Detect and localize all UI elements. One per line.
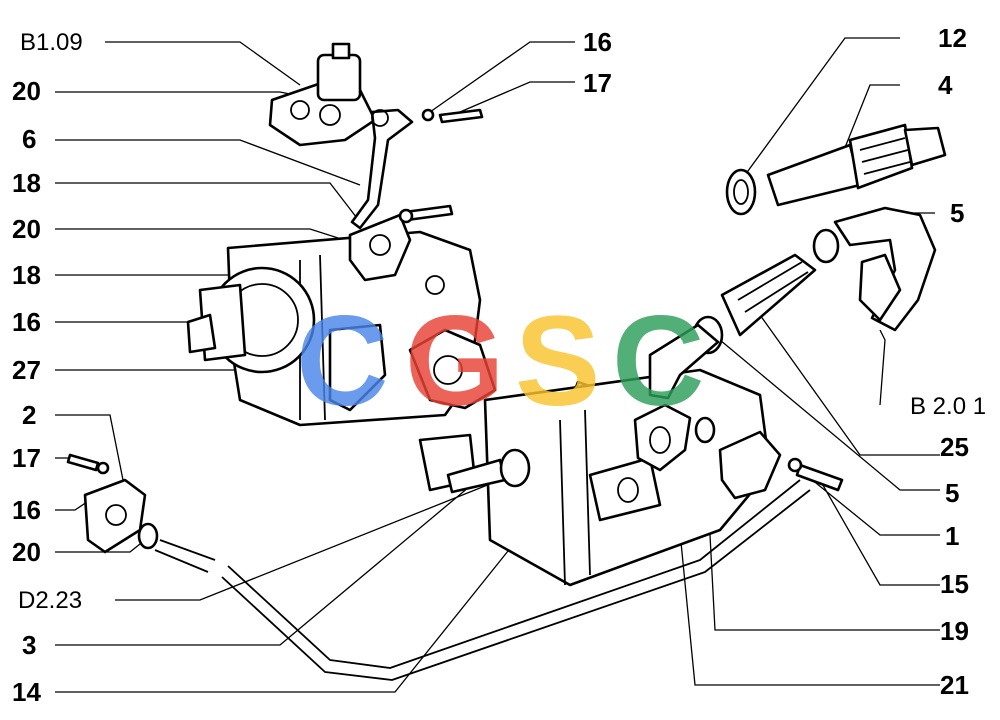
callout-17-top: 17 [583, 68, 612, 98]
callout-12: 12 [938, 23, 967, 53]
pump-body [186, 213, 482, 427]
callout-17-left: 17 [12, 443, 41, 473]
callout-27: 27 [12, 355, 41, 385]
callout-18-upper: 18 [12, 168, 41, 198]
callout-20-bottom: 20 [12, 537, 41, 567]
return-pipe-3 [154, 479, 811, 681]
watermark-logo: C G S C [296, 290, 704, 433]
callout-b201: B 2.0 1 [910, 393, 986, 420]
pump-flange-27 [408, 328, 497, 410]
valve-block-b109 [268, 42, 377, 147]
callout-16-left: 16 [12, 307, 41, 337]
delivery-pipe-6 [350, 108, 414, 230]
callout-15: 15 [940, 569, 969, 599]
watermark-letter-g: G [405, 290, 505, 433]
watermark-letter-c2: C [612, 290, 704, 433]
callout-25: 25 [940, 432, 969, 462]
watermark-letter-s: S [515, 290, 600, 433]
callout-21: 21 [940, 670, 969, 700]
adapter-flanges-21-19 [633, 403, 782, 500]
callout-16-lower-left: 16 [12, 495, 41, 525]
callout-1: 1 [945, 521, 959, 551]
elbow-pipe-b201 [812, 206, 937, 332]
callout-3: 3 [22, 630, 36, 660]
outlet-hose-25 [648, 253, 817, 400]
callout-5-lower: 5 [945, 478, 959, 508]
callout-labels: B1.09 20 6 18 20 18 16 27 2 17 16 20 D2.… [12, 23, 986, 707]
callout-14: 14 [12, 677, 41, 707]
callout-19: 19 [940, 616, 969, 646]
left-flange-2 [83, 478, 159, 554]
callout-20-top: 20 [12, 76, 41, 106]
callout-b109: B1.09 [20, 29, 83, 56]
hose-assembly-4-12 [725, 123, 947, 216]
callout-6: 6 [22, 124, 36, 154]
callout-2: 2 [22, 400, 36, 430]
callout-20-middle: 20 [12, 214, 41, 244]
callout-5-upper: 5 [950, 198, 964, 228]
callout-d223: D2.23 [18, 587, 82, 614]
callout-4: 4 [938, 70, 953, 100]
callout-18-lower: 18 [12, 260, 41, 290]
watermark-letter-c1: C [296, 290, 388, 433]
callout-16-top: 16 [583, 27, 612, 57]
